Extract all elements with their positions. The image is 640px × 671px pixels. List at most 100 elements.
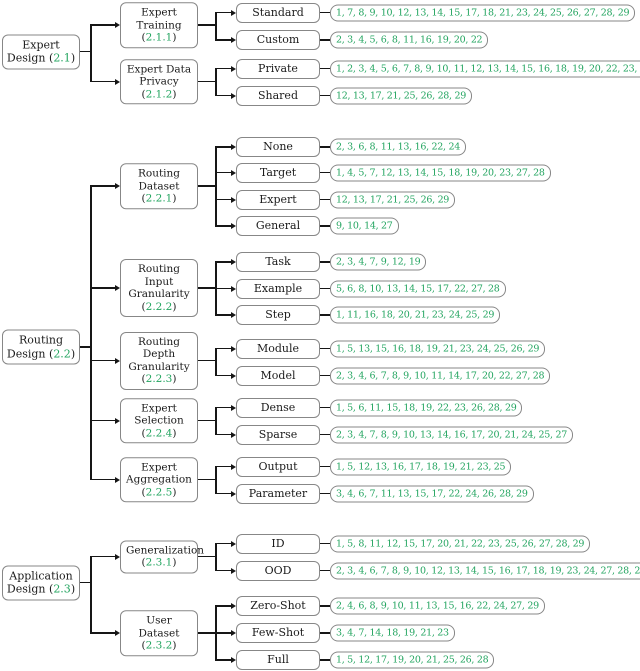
leaf-label: Example [253, 281, 303, 295]
connector-line [320, 492, 330, 495]
root-ref-paren-open: ( [49, 582, 54, 596]
leaf-label: Zero-Shot [250, 599, 306, 612]
root-name-line2: Design [6, 51, 50, 65]
arrowhead-icon [114, 476, 120, 483]
connector-line [215, 67, 217, 97]
leaf-label: Few-Shot [251, 626, 305, 639]
arrowhead-icon [230, 630, 236, 636]
leaf-general: General [236, 216, 320, 236]
category-ref-paren-close: ) [172, 300, 177, 313]
connector-line [320, 433, 330, 436]
arrowhead-icon [230, 259, 236, 265]
connector-line [91, 24, 115, 26]
root-ref-paren-close: ) [70, 51, 76, 65]
leaf-sparse: Sparse [236, 424, 320, 445]
category-ref-paren-close: ) [172, 192, 177, 205]
category-ref-paren-open: ( [141, 426, 146, 439]
category-name: Expert Training [136, 6, 182, 31]
leaf-label: Module [256, 341, 300, 355]
category-ref-paren-open: ( [141, 300, 146, 313]
refs-parameter: 3, 4, 6, 7, 11, 13, 15, 17, 22, 24, 26, … [330, 485, 534, 502]
leaf-shared: Shared [236, 85, 320, 106]
leaf-label: Step [265, 308, 291, 321]
root-name-line1: Routing [18, 333, 64, 347]
connector-line [215, 406, 217, 436]
refs-list: 9, 10, 14, 27 [336, 220, 393, 232]
category-ref-number: 2.1.2 [145, 87, 173, 100]
refs-task: 2, 3, 4, 7, 9, 12, 19 [330, 253, 427, 271]
leaf-parameter: Parameter [236, 483, 320, 504]
category-name: Routing Input Granularity [128, 263, 190, 300]
category-ref-line: (2.2.5) [126, 486, 192, 499]
arrowhead-icon [230, 92, 236, 99]
connector-line [320, 11, 330, 14]
connector-line [198, 555, 216, 558]
category-ref-line: (2.1.1) [126, 31, 192, 44]
connector-line [215, 465, 217, 495]
leaf-label: Standard [252, 5, 304, 19]
category-ref-paren-close: ) [172, 556, 177, 569]
leaf-none: None [236, 137, 320, 157]
category-ref-paren-close: ) [172, 373, 177, 385]
category-ref-number: 2.1.1 [145, 31, 173, 44]
connector-line [216, 465, 231, 468]
category-ref-paren-close: ) [172, 31, 177, 44]
refs-list: 5, 6, 8, 10, 13, 14, 15, 17, 22, 27, 28 [336, 283, 500, 294]
connector-line [91, 287, 115, 289]
connector-line [215, 11, 217, 41]
leaf-private: Private [236, 58, 320, 79]
connector-line [216, 225, 231, 227]
category-ref-number: 2.2.4 [145, 426, 173, 439]
connector-line [320, 542, 330, 545]
category-ref-number: 2.2.5 [145, 485, 173, 498]
connector-line [80, 50, 91, 53]
leaf-full: Full [236, 650, 320, 670]
category-ref-paren-open: ( [141, 192, 146, 205]
category-ref-paren-close: ) [172, 639, 177, 652]
refs-expert: 12, 13, 17, 21, 25, 26, 29 [330, 191, 456, 208]
connector-line [216, 605, 231, 607]
refs-list: 1, 5, 13, 15, 16, 18, 19, 21, 23, 24, 25… [336, 343, 540, 354]
refs-list: 12, 13, 17, 21, 25, 26, 28, 29 [336, 90, 466, 101]
connector-line [216, 146, 231, 148]
connector-line [198, 185, 216, 187]
refs-list: 2, 3, 6, 8, 11, 13, 16, 22, 24 [336, 141, 460, 153]
leaf-standard: Standard [236, 2, 320, 23]
arrowhead-icon [230, 37, 236, 43]
connector-line [320, 67, 330, 70]
refs-list: 2, 4, 6, 8, 9, 10, 11, 13, 15, 16, 22, 2… [336, 600, 539, 612]
arrowhead-icon [230, 431, 236, 438]
leaf-model: Model [236, 365, 320, 386]
connector-line [216, 261, 231, 263]
connector-line [80, 346, 91, 348]
connector-line [90, 185, 92, 481]
connector-line [320, 314, 330, 316]
category-ref-paren-open: ( [141, 639, 146, 652]
leaf-module: Module [236, 338, 320, 359]
category-name: Expert Data Privacy [126, 62, 192, 88]
category-ref-number: 2.3.1 [145, 556, 173, 569]
connector-line [80, 581, 91, 584]
connector-line [91, 632, 115, 634]
connector-line [216, 406, 231, 409]
connector-line [320, 632, 330, 634]
connector-line [216, 659, 231, 661]
connector-line [215, 542, 217, 572]
connector-line [320, 465, 330, 468]
refs-list: 1, 7, 8, 9, 10, 12, 13, 14, 15, 17, 18, … [336, 7, 630, 18]
leaf-label: Private [258, 61, 298, 75]
leaf-label: Task [265, 255, 291, 268]
arrowhead-icon [230, 345, 236, 352]
leaf-label: ID [271, 536, 285, 550]
leaf-dense: Dense [236, 397, 320, 418]
leaf-label: Custom [256, 33, 300, 46]
category-name: User Dataset [138, 614, 180, 639]
connector-line [91, 555, 115, 558]
connector-line [216, 347, 231, 350]
root-ref-paren-close: ) [70, 582, 76, 596]
category-ref-number: 2.2.3 [145, 373, 173, 385]
category-name: Expert Selection [134, 401, 184, 427]
category-routing-depth-granularity: Routing Depth Granularity(2.2.3) [120, 331, 198, 390]
